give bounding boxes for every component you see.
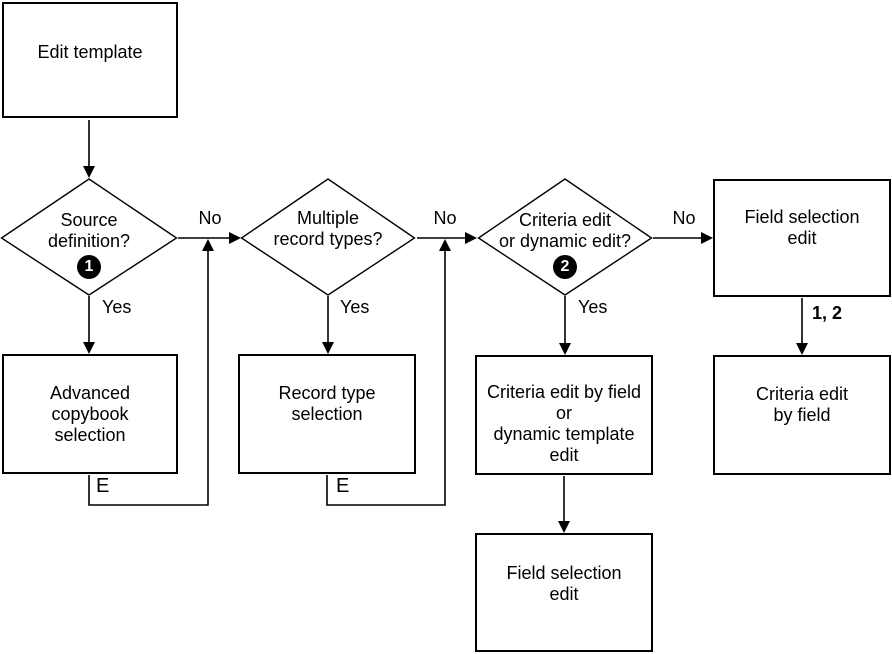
node-edit-template: Edit template <box>2 2 178 118</box>
node-advanced-copybook-selection-label: Advanced copybook selection <box>49 382 131 445</box>
node-criteria-edit-by-field: Criteria edit by field <box>713 355 891 475</box>
node-advanced-copybook-selection: Advanced copybook selection <box>2 354 178 474</box>
node-field-selection-edit-top-label: Field selection edit <box>744 207 860 248</box>
diamond-criteria-or-dynamic-edit <box>477 178 653 296</box>
arrow-exit-loop-record-type <box>326 239 451 506</box>
node-criteria-edit-by-field-label: Criteria edit by field <box>755 384 849 425</box>
flow-arrows <box>83 120 808 533</box>
edge-label-yes-1: Yes <box>102 297 132 317</box>
node-record-type-selection: Record type selection <box>238 354 416 474</box>
node-field-selection-edit-bottom: Field selection edit <box>475 533 653 652</box>
node-field-selection-edit-top: Field selection edit <box>713 179 891 297</box>
edge-label-no-3: No <box>672 208 696 228</box>
diamond-source-definition <box>0 178 178 296</box>
edge-label-exit-1: E <box>96 475 110 497</box>
node-criteria-edit-by-field-or-dynamic-template-edit-label: Criteria edit by field or dynamic templa… <box>486 382 642 465</box>
edge-label-exit-2: E <box>336 475 350 497</box>
diamond-multiple-record-types <box>240 178 416 296</box>
node-edit-template-label: Edit template <box>37 41 143 62</box>
edge-label-1-2: 1, 2 <box>812 303 843 323</box>
edge-label-yes-2: Yes <box>340 297 370 317</box>
edge-label-yes-3: Yes <box>578 297 608 317</box>
node-criteria-edit-by-field-or-dynamic-template-edit: Criteria edit by field or dynamic templa… <box>475 355 653 475</box>
node-record-type-selection-label: Record type selection <box>278 383 376 424</box>
decision-diamond-shapes <box>0 178 653 296</box>
edge-label-no-2: No <box>433 208 457 228</box>
edge-label-no-1: No <box>198 208 222 228</box>
arrow-exit-loop-advanced-copybook <box>88 239 214 506</box>
node-field-selection-edit-bottom-label: Field selection edit <box>506 562 622 604</box>
